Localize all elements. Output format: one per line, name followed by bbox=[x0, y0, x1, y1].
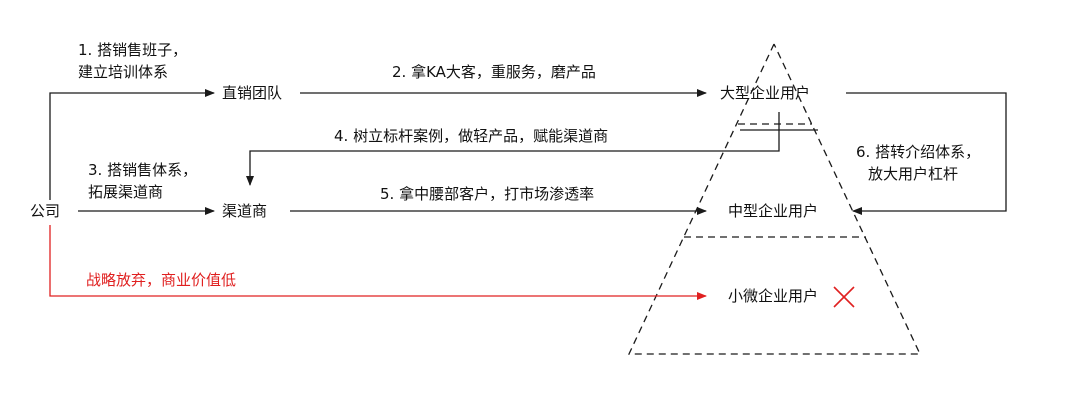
arrow-company-to-direct-team bbox=[49, 89, 215, 200]
step-6-line1: 6. 搭转介绍体系， bbox=[856, 143, 981, 161]
node-channel: 渠道商 bbox=[222, 202, 268, 220]
step-5: 5. 拿中腰部客户，打市场渗透率 bbox=[380, 185, 595, 203]
step-3-line1: 3. 搭销售体系， bbox=[88, 161, 198, 179]
step-6-line2: 放大用户杠杆 bbox=[868, 165, 959, 183]
step-3-line2: 拓展渠道商 bbox=[88, 183, 164, 201]
node-large-enterprise: 大型企业用户 bbox=[720, 84, 811, 102]
pyramid bbox=[627, 43, 922, 355]
step-1-line2: 建立培训体系 bbox=[78, 63, 169, 81]
arrow-large-to-channel bbox=[246, 112, 780, 186]
node-direct-team: 直销团队 bbox=[222, 84, 283, 102]
node-company: 公司 bbox=[30, 202, 61, 220]
arrow-abandon bbox=[49, 225, 707, 300]
arrow-large-to-medium bbox=[846, 92, 1007, 215]
node-medium-enterprise: 中型企业用户 bbox=[728, 202, 819, 220]
step-4: 4. 树立标杆案例，做轻产品，赋能渠道商 bbox=[334, 127, 609, 145]
step-2: 2. 拿KA大客，重服务，磨产品 bbox=[392, 63, 596, 81]
cross-icon bbox=[833, 286, 855, 308]
abandon-label: 战略放弃，商业价值低 bbox=[86, 271, 237, 289]
pyramid-outline bbox=[627, 43, 922, 355]
step-1-line1: 1. 搭销售班子， bbox=[78, 41, 188, 59]
node-small-enterprise: 小微企业用户 bbox=[728, 287, 819, 305]
